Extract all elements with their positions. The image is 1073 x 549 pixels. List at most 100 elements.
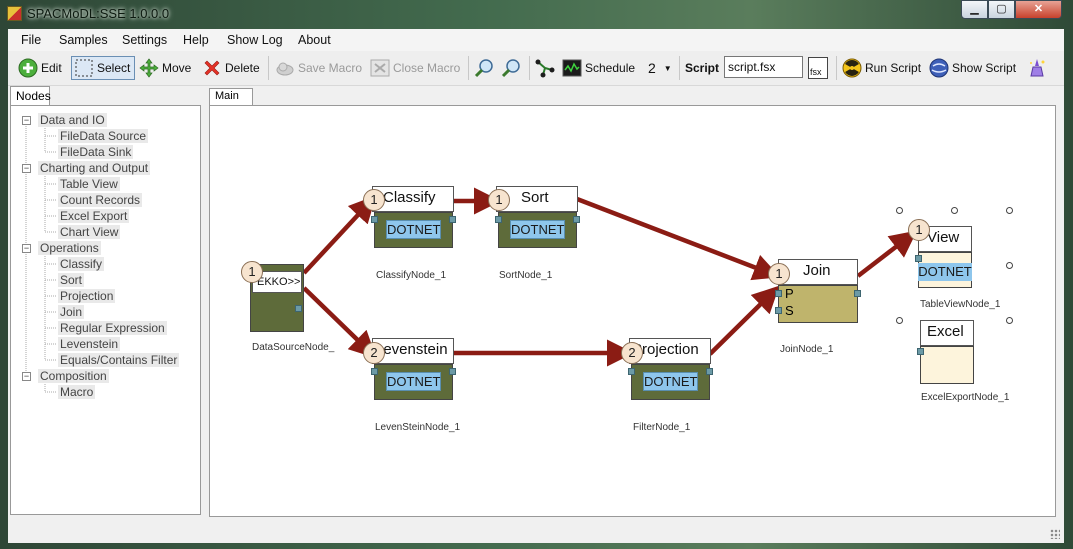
zoom-in-button[interactable] [474, 57, 494, 79]
menu-help[interactable]: Help [183, 33, 209, 47]
tree-item-filedata-sink[interactable]: FileData Sink [58, 145, 134, 159]
input-port-p[interactable] [775, 290, 782, 297]
node-sort[interactable]: Sort DOTNET [495, 186, 580, 261]
selection-icon [74, 58, 94, 78]
tree-item-excel-export[interactable]: Excel Export [58, 209, 130, 223]
node-classify[interactable]: Classify DOTNET [371, 186, 456, 261]
node-levenstein-title: Levenstein [372, 338, 454, 364]
workflow-canvas[interactable]: EKKO>> 1 DataSourceNode_ Classify DOTNET… [209, 105, 1056, 517]
radiation-icon [842, 58, 862, 78]
tree-item-table-view[interactable]: Table View [58, 177, 120, 191]
resize-handle[interactable] [1006, 262, 1013, 269]
input-port-s[interactable] [775, 307, 782, 314]
tree-category-composition[interactable]: Composition [38, 369, 109, 383]
tree-item-projection[interactable]: Projection [58, 289, 116, 303]
tree-item-equals-contains-filter[interactable]: Equals/Contains Filter [58, 353, 180, 367]
tree-toggle-data-io[interactable]: − [22, 115, 31, 125]
tree-toggle-composition[interactable]: − [22, 371, 31, 381]
tree-toggle-operations[interactable]: − [22, 243, 31, 253]
tree-item-regular-expression[interactable]: Regular Expression [58, 321, 167, 335]
resize-grip-icon[interactable] [1050, 529, 1060, 539]
tree-item-count-records[interactable]: Count Records [58, 193, 143, 207]
node-join[interactable]: Join P S [775, 259, 861, 336]
graph-layout-button[interactable] [535, 57, 555, 79]
node-view[interactable]: View DOTNET [915, 226, 972, 288]
schedule-count-dropdown[interactable]: 2 ▼ [648, 57, 672, 79]
add-icon [18, 58, 38, 78]
show-script-button[interactable]: Show Script [929, 57, 1016, 79]
menu-about[interactable]: About [298, 33, 331, 47]
input-port[interactable] [915, 255, 922, 262]
status-bar [8, 523, 1064, 543]
tree-category-operations[interactable]: Operations [38, 241, 101, 255]
output-port[interactable] [449, 368, 456, 375]
node-projection[interactable]: Projection DOTNET [628, 338, 713, 413]
input-port[interactable] [917, 348, 924, 355]
node-excel[interactable]: Excel [917, 320, 974, 384]
output-port[interactable] [295, 305, 302, 312]
edge-sort-join[interactable] [576, 196, 781, 281]
output-port[interactable] [573, 216, 580, 223]
output-port[interactable] [706, 368, 713, 375]
close-macro-button[interactable]: Close Macro [370, 57, 460, 79]
run-script-button[interactable]: Run Script [842, 57, 921, 79]
output-port[interactable] [854, 290, 861, 297]
menu-samples[interactable]: Samples [59, 33, 108, 47]
tab-main[interactable]: Main [209, 88, 253, 105]
fsx-file-button[interactable]: fsx [808, 57, 828, 79]
toolbar-separator [468, 56, 469, 80]
menu-show-log[interactable]: Show Log [227, 33, 283, 47]
edit-button[interactable]: Edit [18, 57, 62, 79]
tree-item-macro[interactable]: Macro [58, 385, 96, 399]
node-projection-label: FilterNode_1 [633, 422, 691, 433]
menu-settings[interactable]: Settings [122, 33, 168, 47]
resize-handle[interactable] [1006, 207, 1013, 214]
resize-handle[interactable] [951, 207, 958, 214]
edge-join-view[interactable] [856, 230, 918, 278]
tree-category-charting[interactable]: Charting and Output [38, 161, 151, 175]
zoom-out-button[interactable] [501, 57, 521, 79]
zoom-in-icon [474, 58, 494, 78]
node-datasource[interactable]: EKKO>> [250, 264, 304, 332]
move-button[interactable]: Move [139, 57, 191, 79]
node-levenstein[interactable]: Levenstein DOTNET [371, 338, 456, 413]
resize-handle[interactable] [1006, 317, 1013, 324]
wizard-button[interactable] [1027, 57, 1047, 79]
node-view-label: TableViewNode_1 [920, 299, 1001, 310]
title-bar[interactable]: SPACMoDL:SSE 1.0.0.0 ▁ ▢ ✕ [0, 0, 1073, 28]
save-macro-button[interactable]: Save Macro [275, 57, 362, 79]
select-button[interactable]: Select [71, 56, 136, 80]
edge-source-levenstein[interactable] [302, 286, 377, 359]
input-port[interactable] [371, 368, 378, 375]
node-view-badge: 1 [908, 219, 930, 241]
node-datasource-badge: 1 [241, 261, 263, 283]
tree-item-classify[interactable]: Classify [58, 257, 105, 271]
tree-category-data-io[interactable]: Data and IO [38, 113, 107, 127]
client-area: File Samples Settings Help Show Log Abou… [8, 29, 1064, 543]
script-file-input[interactable]: script.fsx [724, 56, 803, 78]
output-port[interactable] [449, 216, 456, 223]
tree-item-join[interactable]: Join [58, 305, 85, 319]
tree-item-levenstein[interactable]: Levenstein [58, 337, 121, 351]
join-port-p-label: P [785, 286, 794, 301]
tree-item-sort[interactable]: Sort [58, 273, 85, 287]
minimize-button[interactable]: ▁ [961, 0, 988, 19]
input-port[interactable] [371, 216, 378, 223]
delete-button[interactable]: Delete [202, 57, 260, 79]
maximize-button[interactable]: ▢ [988, 0, 1015, 19]
edge-projection-join[interactable] [708, 285, 780, 356]
menu-file[interactable]: File [21, 33, 42, 47]
tree-item-filedata-source[interactable]: FileData Source [58, 129, 149, 143]
close-window-button[interactable]: ✕ [1015, 0, 1062, 19]
edge-source-classify[interactable] [302, 195, 377, 275]
schedule-button[interactable]: Schedule [562, 57, 635, 79]
tree-item-chart-view[interactable]: Chart View [58, 225, 121, 239]
input-port[interactable] [495, 216, 502, 223]
input-port[interactable] [628, 368, 635, 375]
tab-nodes[interactable]: Nodes [10, 86, 51, 105]
resize-handle[interactable] [896, 207, 903, 214]
node-sort-badge: 1 [488, 189, 510, 211]
resize-handle[interactable] [896, 317, 903, 324]
tree-toggle-charting[interactable]: − [22, 163, 31, 173]
